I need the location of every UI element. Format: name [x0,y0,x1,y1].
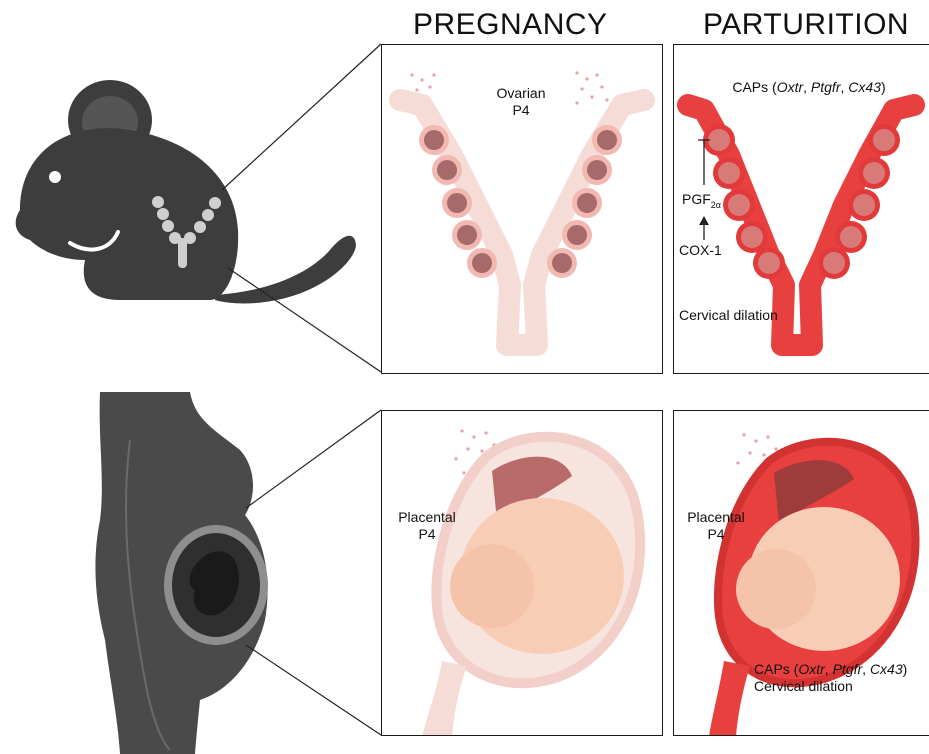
cox1-label: COX-1 [679,242,722,259]
panel-human-parturition: Placental P4 CAPs (Oxtr, Ptgfr, Cx43) Ce… [673,410,929,736]
human-pregnancy-uterus [382,411,663,736]
mouse-connector-top [222,44,381,190]
cervix [422,661,467,736]
caps-cervical-label: CAPs (Oxtr, Ptgfr, Cx43) Cervical dilati… [754,661,929,695]
caps-label: CAPs (Oxtr, Ptgfr, Cx43) [684,79,929,96]
panel-mouse-pregnancy: Ovarian P4 [381,44,663,374]
human-connector-top [246,410,381,508]
pgf2a-label: PGF2α [682,191,721,214]
activation-arrow-head [699,216,709,225]
hormone-dots-right [575,71,608,104]
placental-p4-label: Placental P4 [387,509,467,543]
fetus-head [450,544,534,628]
cervix-red [709,661,750,736]
placental-p4-label-2: Placental P4 [676,509,756,543]
mouse-eye [49,171,61,183]
red-embryo-sacs-right [818,124,900,279]
fetus-head-2 [736,549,816,629]
panel-human-pregnancy: Placental P4 [381,410,663,736]
cervical-dilation-label: Cervical dilation [679,307,778,324]
panel-mouse-parturition: CAPs (Oxtr, Ptgfr, Cx43) PGF2α COX-1 Cer… [673,44,929,374]
ovarian-p4-label: Ovarian P4 [486,85,556,119]
human-connector-bottom [246,645,381,735]
